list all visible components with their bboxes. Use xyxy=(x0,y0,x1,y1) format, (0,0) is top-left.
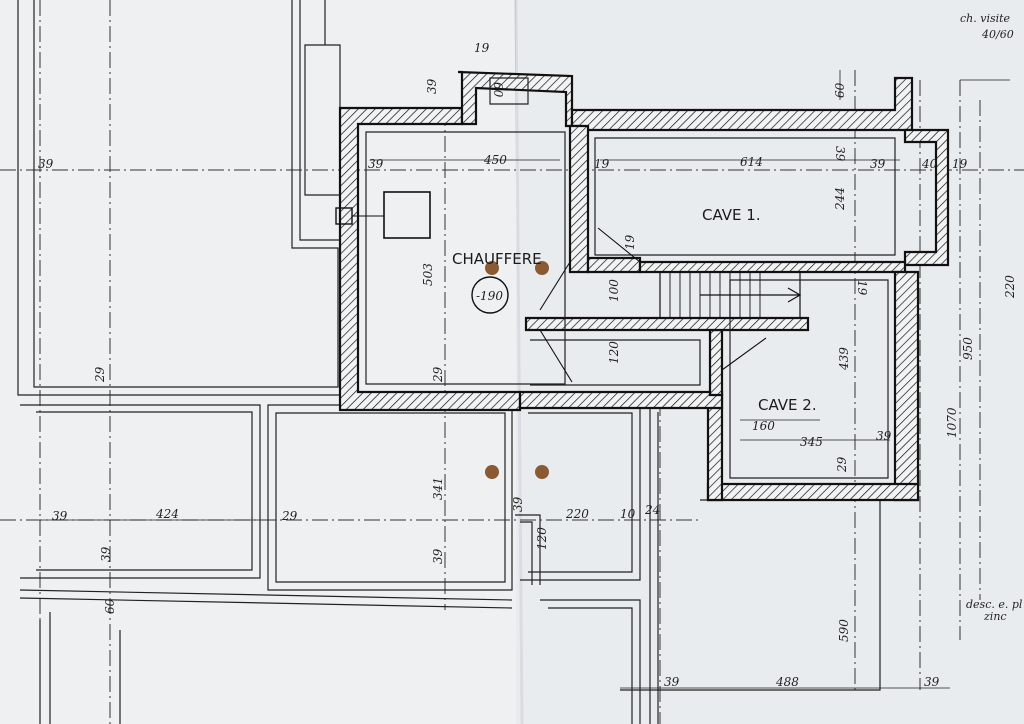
dim-label: 39 xyxy=(511,496,525,512)
dim-label: 39 xyxy=(431,548,445,564)
dimension-labels: 39 39 19 60 60 39 450 19 614 39 39 40 19… xyxy=(38,41,1017,689)
boiler-equipment xyxy=(335,191,431,239)
dimension-lines xyxy=(40,70,1010,689)
room-label-chauffere: CHAUFFERE xyxy=(452,250,542,268)
dim-label: 60 xyxy=(491,82,505,98)
dim-label: 40 xyxy=(921,157,938,171)
dim-label: 590 xyxy=(837,619,851,642)
dim-label: 39 xyxy=(876,429,892,443)
basement-walls[interactable] xyxy=(338,70,950,502)
dim-label: 488 xyxy=(775,675,799,689)
dim-label: 19 xyxy=(623,234,637,250)
dim-label: 19 xyxy=(594,157,610,171)
dim-label: 39 xyxy=(38,157,54,171)
dim-label: 220 xyxy=(565,507,589,521)
level-marker xyxy=(471,276,509,314)
dim-label: 39 xyxy=(924,675,940,689)
dim-label: 29 xyxy=(835,456,849,473)
dim-label: 450 xyxy=(483,153,507,167)
note-downpipe: desc. e. pl xyxy=(966,598,1023,611)
staircase[interactable] xyxy=(659,271,802,319)
dim-label: 39 xyxy=(52,509,68,523)
room-label-cave2: CAVE 2. xyxy=(758,396,817,414)
dim-label: 220 xyxy=(1003,275,1017,299)
dim-label: 39 xyxy=(664,675,680,689)
dim-label: 950 xyxy=(961,337,975,360)
dim-label: 19 xyxy=(855,280,869,296)
dim-label: 39 xyxy=(833,146,847,162)
dim-label: 39 xyxy=(425,78,439,94)
punch-holes xyxy=(485,261,549,479)
dim-label: 341 xyxy=(431,477,445,500)
dim-label: 39 xyxy=(99,546,113,562)
note-visit-size: 40/60 xyxy=(981,28,1014,41)
room-label-cave1: CAVE 1. xyxy=(702,206,761,224)
dim-label: 345 xyxy=(800,435,823,449)
dim-label: 424 xyxy=(155,507,179,521)
dim-label: 19 xyxy=(952,157,968,171)
dim-label: 439 xyxy=(837,347,851,371)
dim-label: 29 xyxy=(281,509,298,523)
dim-label: 614 xyxy=(740,155,763,169)
note-visit-hatch: ch. visite xyxy=(960,12,1011,25)
dim-label: 120 xyxy=(607,341,621,364)
room-outlines xyxy=(365,77,896,479)
dim-label: 29 xyxy=(93,366,107,383)
dim-label: 100 xyxy=(607,279,621,302)
dim-label: 10 xyxy=(620,507,636,521)
dim-label: 503 xyxy=(421,263,435,286)
dim-label: 39 xyxy=(368,157,384,171)
dim-label: 24 xyxy=(644,503,660,517)
dim-label: 60 xyxy=(833,82,847,98)
dim-label: 160 xyxy=(752,419,775,433)
dim-label: 1070 xyxy=(945,407,959,438)
level-value: -190 xyxy=(476,289,503,303)
dim-label: 120 xyxy=(535,527,549,550)
dim-label: 29 xyxy=(431,366,445,383)
dim-label: 19 xyxy=(474,41,490,55)
dim-label: 244 xyxy=(833,187,847,211)
note-downpipe-material: zinc xyxy=(983,610,1007,623)
dim-label: 60 xyxy=(103,598,117,614)
dim-label: 39 xyxy=(870,157,886,171)
door-swings xyxy=(539,227,767,383)
